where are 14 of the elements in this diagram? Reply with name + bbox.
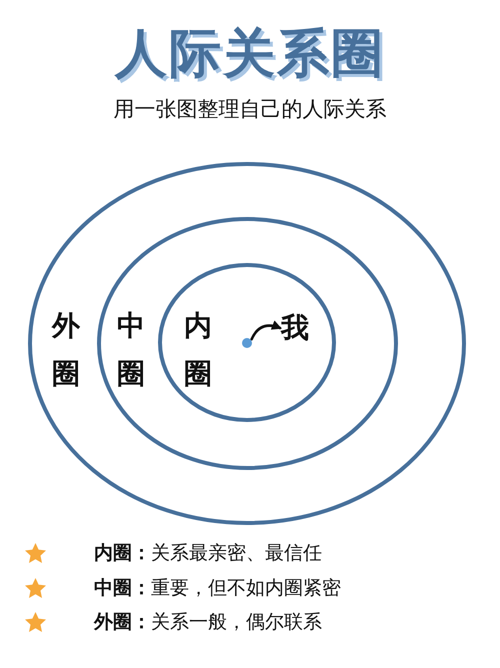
ring-label: 外圈 [52, 308, 80, 392]
note-text: 外圈：关系一般，偶尔联系 [94, 610, 322, 634]
ring [97, 217, 398, 470]
arrow [250, 320, 282, 340]
note-text: 中圈：重要，但不如内圈紧密 [94, 576, 341, 600]
ring [28, 162, 466, 525]
self-label: 我 [280, 311, 310, 345]
center-dot [242, 338, 252, 348]
ring-label: 中圈 [117, 308, 145, 392]
subtitle: 用一张图整理自己的人际关系 [114, 97, 386, 121]
note-text: 内圈：关系最亲密、最信任 [94, 541, 322, 565]
ring-label: 内圈 [184, 308, 212, 392]
title: 人际关系圈 [115, 24, 385, 84]
ring [158, 263, 336, 422]
